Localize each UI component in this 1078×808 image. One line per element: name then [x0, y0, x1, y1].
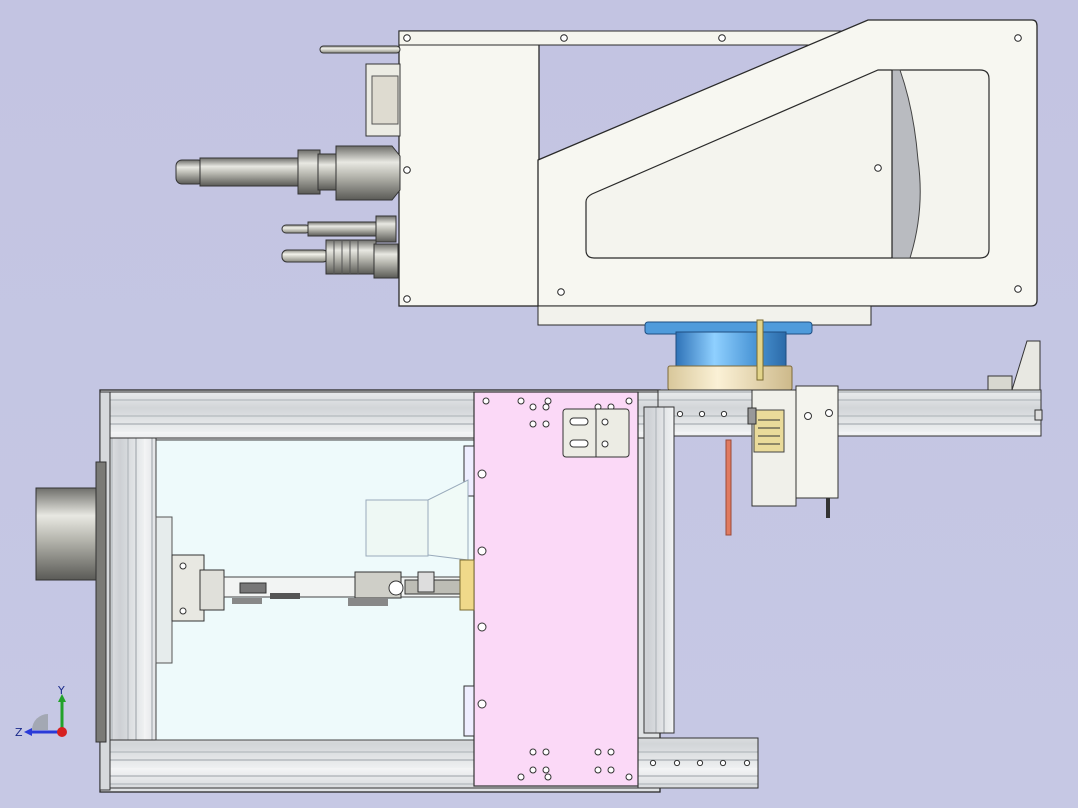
- brass-ring: [667, 365, 793, 391]
- left-profile: [107, 437, 157, 741]
- y-axis-arrow: [58, 694, 66, 702]
- sensor-assembly[interactable]: [725, 385, 839, 536]
- right-vertical-profile: [643, 406, 675, 734]
- sensor-rod: [756, 319, 764, 381]
- housing-window: [585, 69, 990, 259]
- motor-body: [891, 69, 921, 259]
- y-axis-label: Y: [57, 686, 65, 697]
- cross-rail: [657, 389, 1042, 437]
- copper-rod: [725, 439, 732, 536]
- housing-top-plate[interactable]: [398, 30, 870, 46]
- top-rod: [319, 45, 401, 54]
- lower-fitting-1: [281, 224, 311, 234]
- z-axis-label: Z: [15, 726, 23, 739]
- orientation-triad[interactable]: Y Z: [12, 686, 82, 748]
- cable-connectors[interactable]: [175, 45, 401, 279]
- housing-screws: [403, 34, 1022, 303]
- lower-fitting-2: [281, 249, 329, 263]
- upper-housing[interactable]: [398, 19, 1038, 326]
- sensor-module: [753, 409, 785, 453]
- drive-shaft[interactable]: [171, 479, 475, 622]
- blue-bearing: [675, 331, 787, 369]
- sensor-bracket: [795, 385, 839, 499]
- pink-mounting-plate[interactable]: [463, 391, 639, 787]
- rotary-bearing[interactable]: [644, 319, 813, 391]
- housing-front-plate[interactable]: [398, 30, 540, 307]
- triad-quadrant: [32, 714, 48, 730]
- spindle-chuck[interactable]: [35, 461, 107, 743]
- end-bracket: [1011, 340, 1041, 391]
- x-axis-dot: [57, 727, 67, 737]
- z-axis-arrow: [24, 728, 32, 736]
